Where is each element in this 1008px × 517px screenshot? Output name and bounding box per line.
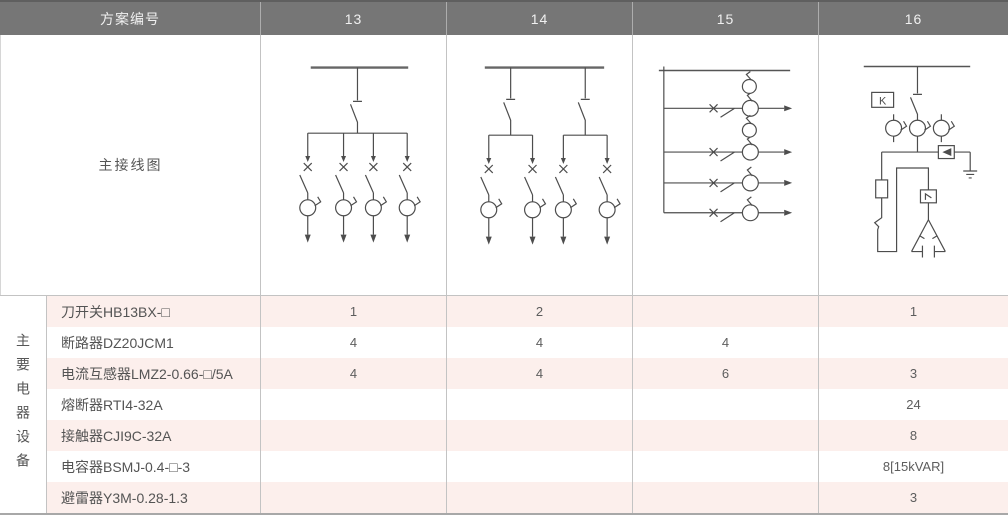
equipment-name: 电流互感器LMZ2-0.66-□/5A	[61, 365, 233, 382]
qty-13	[260, 420, 446, 451]
qty-15: 6	[632, 358, 818, 389]
qty-13: 1	[260, 296, 446, 327]
diagram-cell-16: K	[818, 35, 1008, 295]
qty-16: 3	[818, 482, 1008, 513]
qty-13	[260, 482, 446, 513]
k-relay-label: K	[879, 95, 887, 107]
table-row-capacitor: 电容器BSMJ-0.4-□-3 8[15kVAR]	[47, 451, 1008, 482]
equipment-name: 刀开关HB13BX-□	[61, 303, 170, 320]
diagram-cell-14	[446, 35, 632, 295]
equipment-section-vertical-label: 主要电器设备	[0, 296, 47, 513]
qty-15	[632, 451, 818, 482]
header-col-14: 14	[446, 2, 632, 35]
qty-13: 4	[260, 358, 446, 389]
qty-16	[818, 327, 1008, 358]
qty-13	[260, 451, 446, 482]
diagram-cell-15	[632, 35, 818, 295]
header-scheme-number: 方案编号	[100, 10, 160, 27]
qty-14: 2	[446, 296, 632, 327]
qty-15	[632, 296, 818, 327]
table-row-surge-arrester: 避雷器Y3M-0.28-1.3 3	[47, 482, 1008, 513]
table-bottom-border	[0, 513, 1008, 515]
qty-14	[446, 420, 632, 451]
qty-14	[446, 451, 632, 482]
circuit-diagram-scheme-15-icon	[658, 66, 793, 223]
equipment-rows: 刀开关HB13BX-□ 1 2 1 断路器DZ20JCM1 4 4 4 电流互感…	[47, 296, 1008, 513]
qty-14	[446, 482, 632, 513]
qty-16: 8	[818, 420, 1008, 451]
qty-15	[632, 482, 818, 513]
header-col-15: 15	[632, 2, 818, 35]
qty-15: 4	[632, 327, 818, 358]
qty-15	[632, 420, 818, 451]
qty-15	[632, 389, 818, 420]
table-row-knife-switch: 刀开关HB13BX-□ 1 2 1	[47, 296, 1008, 327]
equipment-name: 避雷器Y3M-0.28-1.3	[61, 489, 188, 506]
qty-16: 1	[818, 296, 1008, 327]
equipment-section: 主要电器设备 刀开关HB13BX-□ 1 2 1 断路器DZ20JCM1 4 4…	[0, 295, 1008, 513]
circuit-diagram-scheme-13-icon	[299, 66, 421, 243]
qty-16: 8[15kVAR]	[818, 451, 1008, 482]
equipment-name: 熔断器RTI4-32A	[61, 396, 163, 413]
table-row-current-transformer: 电流互感器LMZ2-0.66-□/5A 4 4 6 3	[47, 358, 1008, 389]
circuit-diagram-scheme-16-icon: K	[863, 65, 978, 258]
table-row-contactor: 接触器CJI9C-32A 8	[47, 420, 1008, 451]
header-col-16: 16	[818, 2, 1008, 35]
diagram-cell-13	[260, 35, 446, 295]
equipment-name: 电容器BSMJ-0.4-□-3	[61, 458, 191, 475]
equipment-name: 断路器DZ20JCM1	[61, 334, 174, 351]
circuit-diagram-scheme-14-icon	[480, 66, 621, 245]
main-wiring-diagram-label: 主接线图	[98, 157, 163, 173]
qty-13: 4	[260, 327, 446, 358]
qty-14: 4	[446, 358, 632, 389]
qty-16: 24	[818, 389, 1008, 420]
qty-13	[260, 389, 446, 420]
main-wiring-diagram-row: 主接线图	[0, 35, 1008, 295]
qty-14: 4	[446, 327, 632, 358]
qty-16: 3	[818, 358, 1008, 389]
equipment-name: 接触器CJI9C-32A	[61, 427, 172, 444]
table-header-row: 方案编号 13 14 15 16	[0, 0, 1008, 35]
table-row-circuit-breaker: 断路器DZ20JCM1 4 4 4	[47, 327, 1008, 358]
table-row-fuse: 熔断器RTI4-32A 24	[47, 389, 1008, 420]
header-col-13: 13	[260, 2, 446, 35]
qty-14	[446, 389, 632, 420]
